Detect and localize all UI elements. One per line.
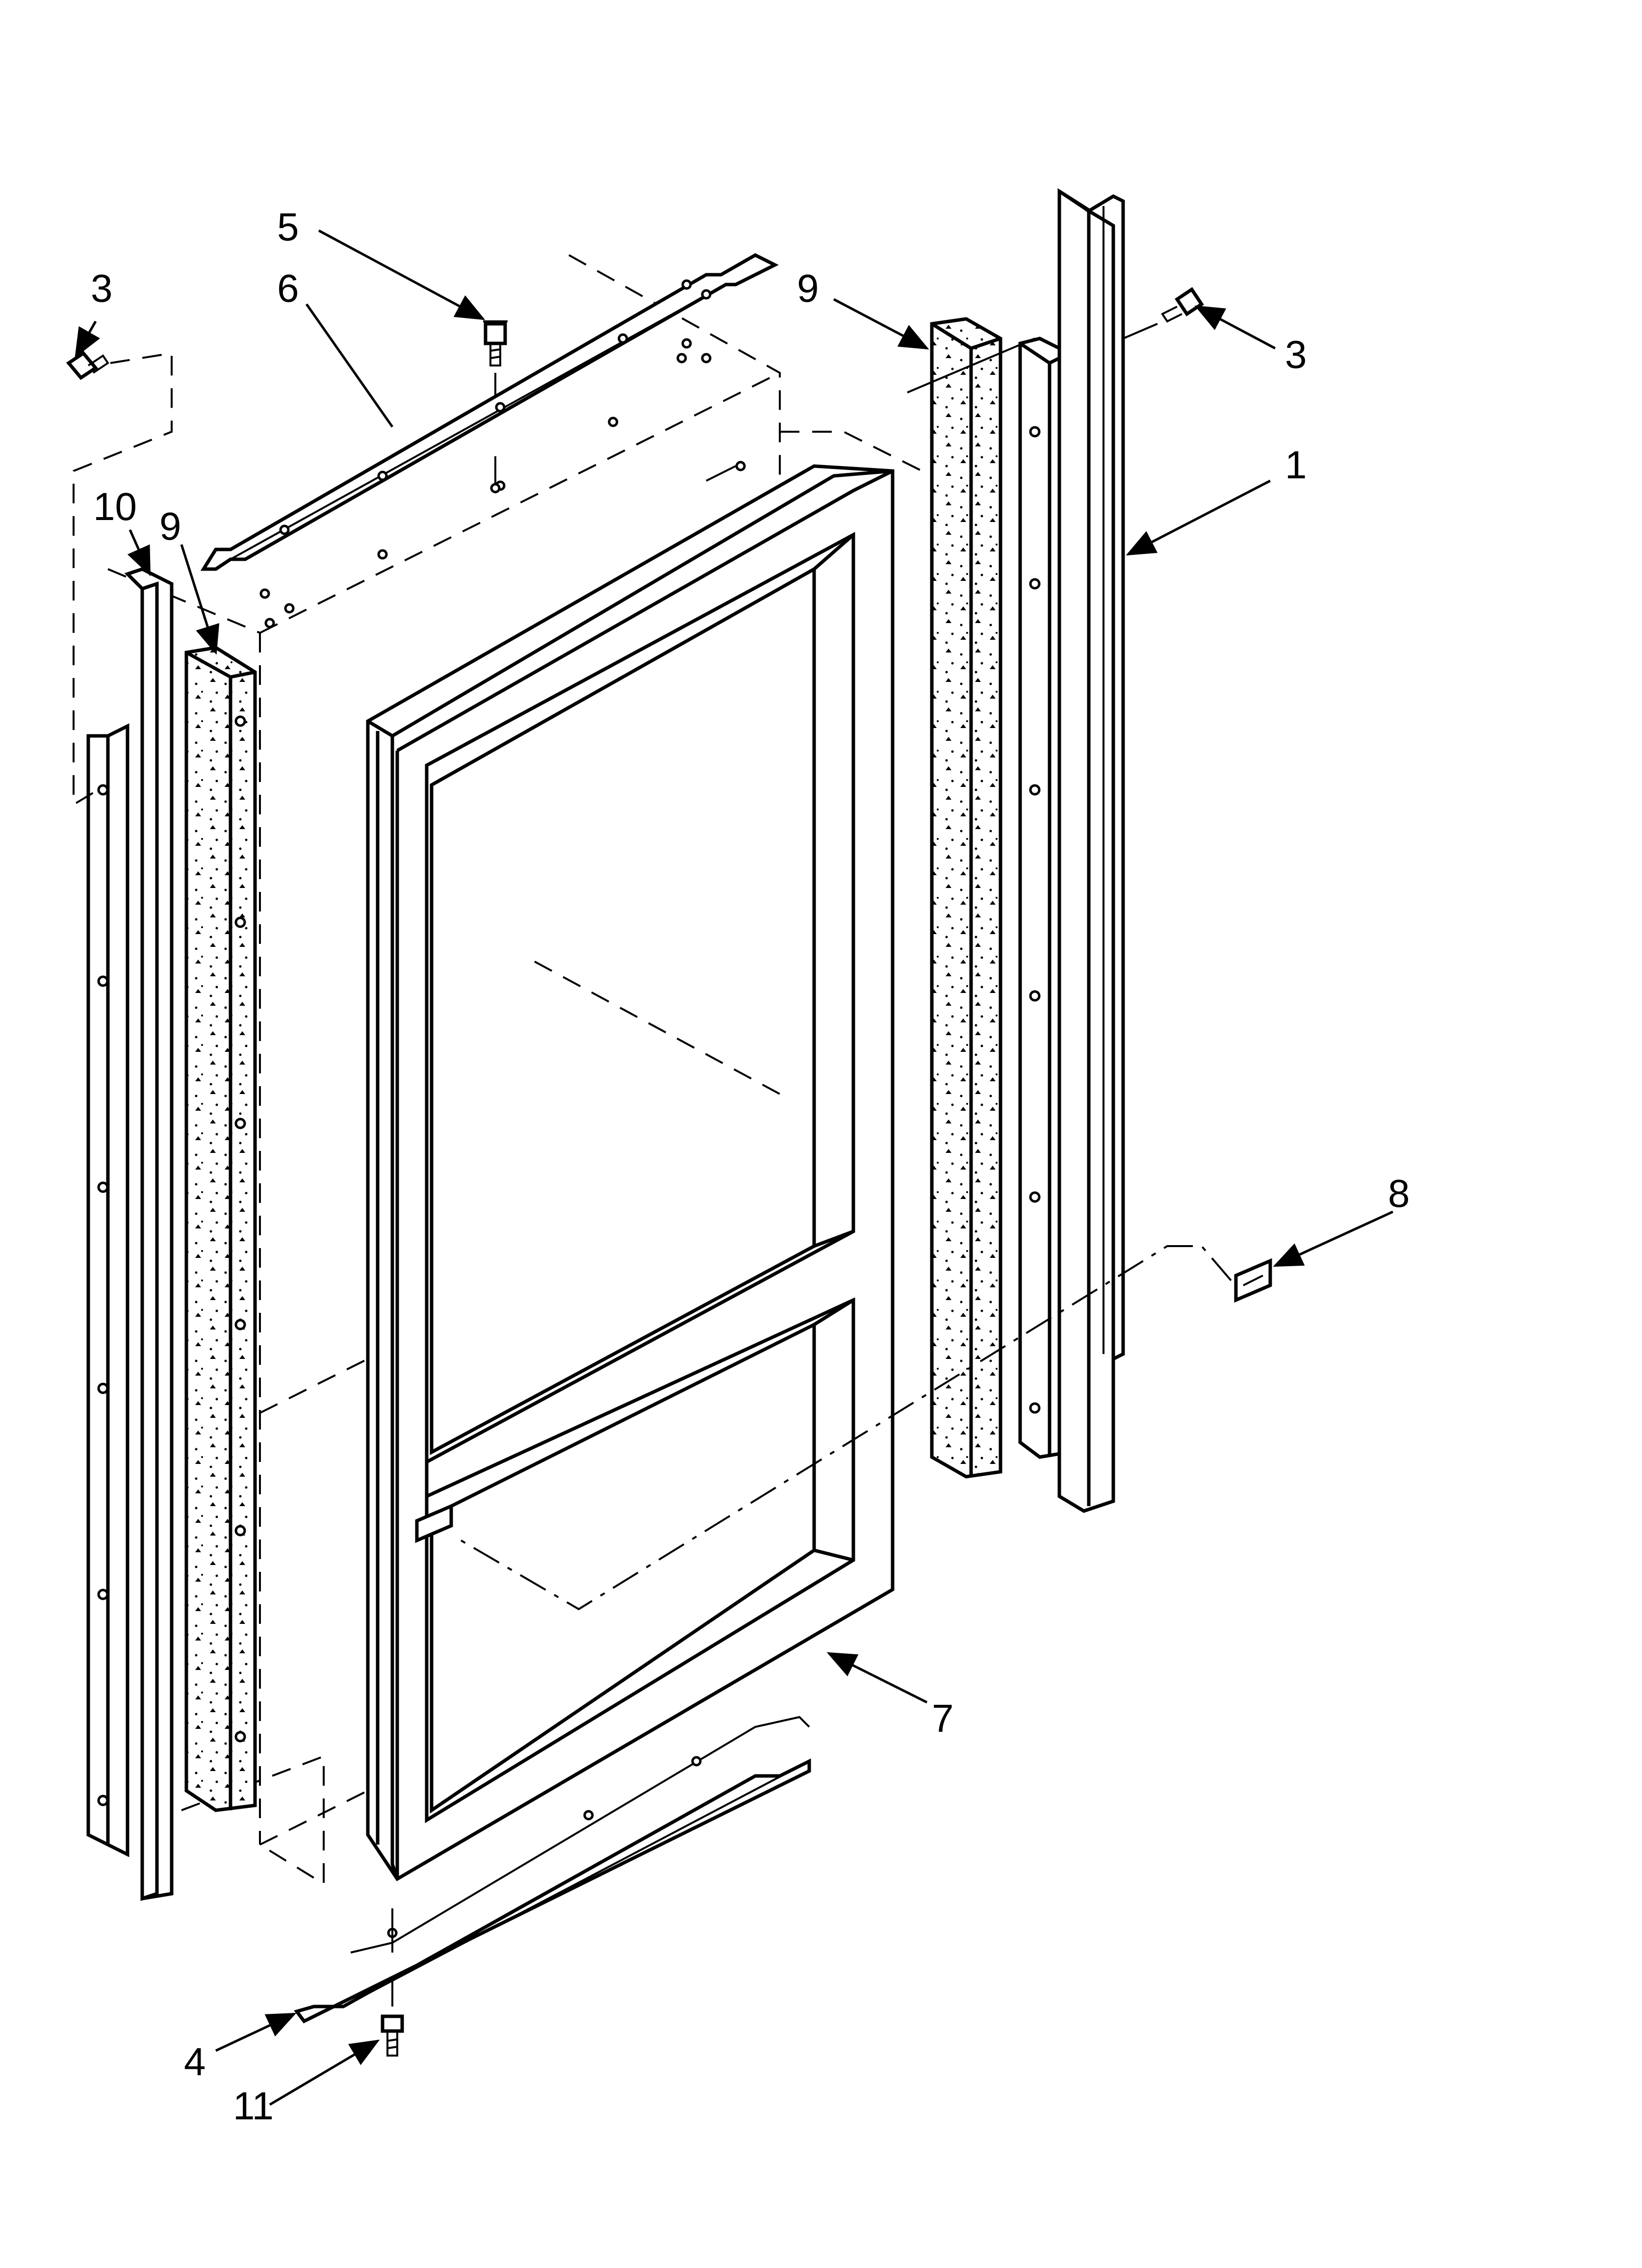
- callout-4: 4: [184, 2040, 206, 2084]
- right-gasket-part-9: [930, 317, 1002, 1479]
- callout-7: 7: [932, 1696, 954, 1740]
- callout-3-left: 3: [91, 266, 113, 310]
- screw-part-11: [381, 1977, 404, 2057]
- door-frame-part-7: [366, 464, 895, 1881]
- left-gasket-part-9: [184, 646, 257, 1812]
- callout-labels: 5 6 3 9 3 1 10 9 8 7 4 11: [91, 205, 1410, 2128]
- callout-6: 6: [277, 266, 299, 310]
- callout-11: 11: [233, 2084, 274, 2128]
- callout-8: 8: [1388, 1172, 1410, 1215]
- right-hinge-part-1: [1057, 188, 1125, 1513]
- callout-10: 10: [93, 485, 137, 528]
- screw-part-5: [483, 320, 746, 494]
- strike-plate-part-8: [460, 1245, 1272, 1611]
- callout-5: 5: [277, 205, 299, 249]
- callout-9-right: 9: [797, 266, 819, 310]
- screw-part-3-right: [1123, 287, 1204, 339]
- callout-9-left: 9: [159, 504, 181, 548]
- left-hinge-channel: [86, 723, 129, 1857]
- callout-3-right: 3: [1285, 333, 1307, 376]
- callout-leaders: [75, 229, 1394, 2106]
- bottom-rail-part-4: [294, 1716, 811, 2024]
- left-trim-part-10: [124, 567, 174, 1901]
- callout-1: 1: [1285, 443, 1307, 487]
- top-rail-part-6: [200, 253, 779, 628]
